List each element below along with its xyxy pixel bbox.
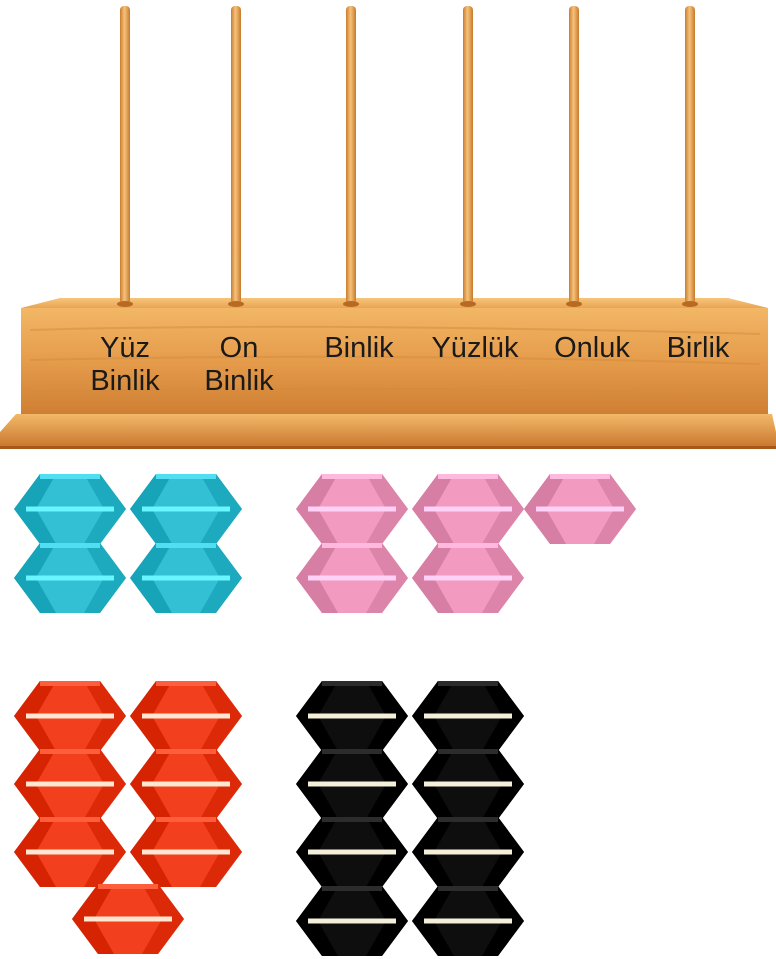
turquoise-bead bbox=[14, 474, 126, 544]
red-bead bbox=[130, 817, 242, 887]
column-label-6: Birlik bbox=[638, 332, 758, 365]
abacus-rod-hole-2 bbox=[228, 301, 244, 307]
abacus-rod-1 bbox=[120, 6, 130, 304]
column-label-4: Yüzlük bbox=[415, 332, 535, 365]
abacus-rod-hole-4 bbox=[460, 301, 476, 307]
red-bead bbox=[72, 884, 184, 954]
abacus-rods bbox=[117, 6, 698, 307]
bead-collection bbox=[14, 474, 636, 956]
pink-bead bbox=[296, 474, 408, 544]
column-label-line1: Onluk bbox=[532, 332, 652, 365]
pink-bead bbox=[524, 474, 636, 544]
pink-bead bbox=[296, 543, 408, 613]
red-bead bbox=[14, 681, 126, 751]
abacus-rod-3 bbox=[346, 6, 356, 304]
turquoise-bead bbox=[130, 543, 242, 613]
black-bead bbox=[412, 749, 524, 819]
column-label-line2: Binlik bbox=[179, 365, 299, 398]
column-label-line1: Binlik bbox=[299, 332, 419, 365]
column-label-line1: Yüz bbox=[65, 332, 185, 365]
abacus-base-top bbox=[21, 298, 768, 308]
abacus-rod-5 bbox=[569, 6, 579, 304]
abacus-rod-4 bbox=[463, 6, 473, 304]
column-label-line1: Birlik bbox=[638, 332, 758, 365]
column-label-5: Onluk bbox=[532, 332, 652, 365]
column-label-line2: Binlik bbox=[65, 365, 185, 398]
column-label-3: Binlik bbox=[299, 332, 419, 365]
black-bead bbox=[296, 681, 408, 751]
red-bead bbox=[14, 749, 126, 819]
abacus-foot-shadow bbox=[0, 446, 776, 449]
column-label-line1: Yüzlük bbox=[415, 332, 535, 365]
red-bead bbox=[14, 817, 126, 887]
abacus-rod-hole-1 bbox=[117, 301, 133, 307]
red-bead bbox=[130, 681, 242, 751]
black-bead bbox=[296, 886, 408, 956]
abacus-rod-hole-3 bbox=[343, 301, 359, 307]
abacus-base-foot bbox=[0, 414, 776, 448]
black-bead bbox=[412, 886, 524, 956]
pink-bead bbox=[412, 474, 524, 544]
turquoise-bead bbox=[130, 474, 242, 544]
black-bead bbox=[296, 749, 408, 819]
pink-bead bbox=[412, 543, 524, 613]
black-bead bbox=[412, 681, 524, 751]
black-bead bbox=[412, 817, 524, 887]
column-label-line1: On bbox=[179, 332, 299, 365]
black-bead bbox=[296, 817, 408, 887]
abacus-rod-6 bbox=[685, 6, 695, 304]
abacus-rod-2 bbox=[231, 6, 241, 304]
abacus-rod-hole-5 bbox=[566, 301, 582, 307]
red-bead bbox=[130, 749, 242, 819]
abacus-rod-hole-6 bbox=[682, 301, 698, 307]
turquoise-bead bbox=[14, 543, 126, 613]
